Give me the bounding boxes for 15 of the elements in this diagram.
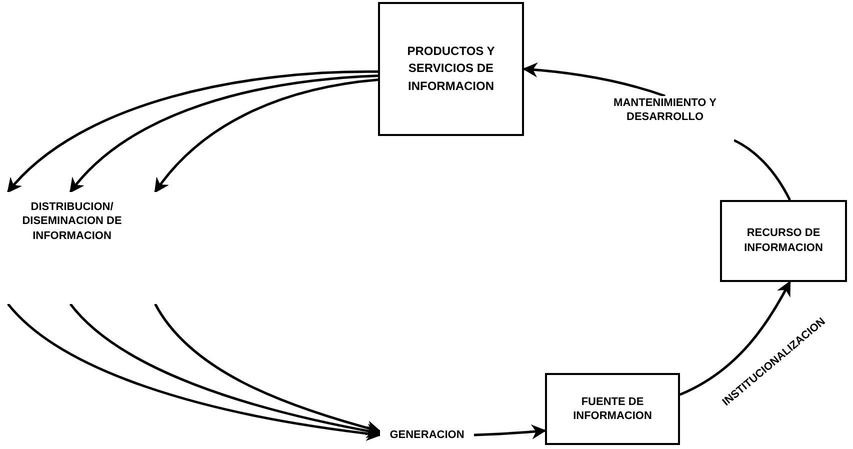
box-label: PRODUCTOS Y SERVICIOS DE INFORMACION <box>406 42 496 95</box>
curved-arrow <box>69 74 378 194</box>
curved-arrow <box>154 303 382 436</box>
curved-arrow <box>154 78 378 194</box>
process-box <box>378 2 524 136</box>
curved-arrow <box>522 62 666 98</box>
curved-arrow <box>7 303 382 441</box>
box-label: FUENTE DE INFORMACION <box>572 394 653 424</box>
curved-arrow <box>6 70 378 194</box>
box-label: RECURSO DE INFORMACION <box>743 226 824 256</box>
curved-arrow <box>69 303 382 438</box>
process-box <box>720 200 847 282</box>
process-box <box>545 373 680 445</box>
curved-arrow <box>474 424 546 440</box>
curved-arrow <box>679 280 791 396</box>
